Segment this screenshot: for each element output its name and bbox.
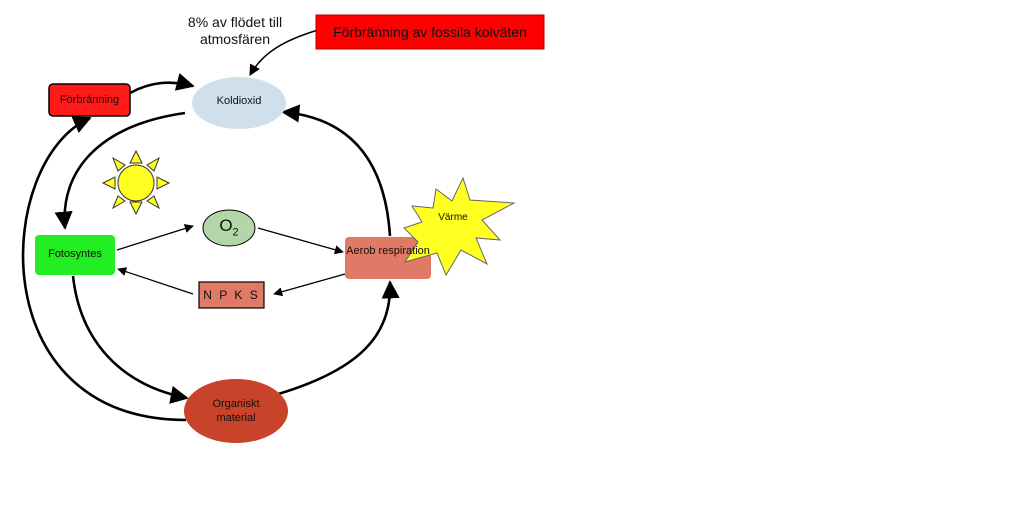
co2-label: Koldioxid (216, 95, 262, 107)
burning-box (48, 83, 131, 117)
o2-node (202, 209, 256, 247)
photosynthesis-label: Fotosyntes (48, 248, 102, 260)
arrow-fossil-to-co2 (249, 29, 319, 76)
photosynthesis-box (35, 235, 115, 275)
arrow-co2-to-photosynthesis (54, 111, 186, 230)
fossil-label: Förbränning av fossila kolväten (333, 24, 527, 40)
aerob-box (345, 237, 431, 279)
heat-label: Värme (438, 212, 468, 223)
arrow-photosynthesis-to-organic (71, 275, 189, 404)
sun-icon (101, 149, 171, 216)
starburst-icon (403, 176, 516, 277)
arrow-aerob-to-nutrients (273, 273, 346, 297)
arrow-nutrients-to-photosynthesis (117, 267, 194, 295)
nutrients-box (198, 281, 265, 309)
co2-node (192, 77, 286, 129)
o2-label: O2 (203, 216, 255, 242)
organic-label: Organiskt material (212, 398, 260, 424)
fossil-box (315, 14, 545, 50)
flow-note: 8% av flödet till atmosfären (187, 14, 283, 47)
arrow-organic-to-burning (21, 116, 187, 422)
arrow-aerob-to-co2 (281, 104, 392, 237)
nutrients-label: N P K S (203, 288, 260, 302)
o2-subscript: 2 (232, 226, 239, 239)
o2-letter: O (219, 216, 233, 235)
arrow-burning-to-co2 (129, 73, 195, 95)
arrows (21, 29, 400, 422)
arrow-o2-to-aerob (257, 227, 344, 255)
arrow-photosynthesis-to-o2 (116, 224, 194, 251)
arrow-organic-to-aerob (274, 280, 400, 397)
burning-label: Förbränning (59, 94, 120, 106)
aerob-label: Aerob respiration (346, 245, 430, 257)
organic-node (184, 379, 288, 443)
